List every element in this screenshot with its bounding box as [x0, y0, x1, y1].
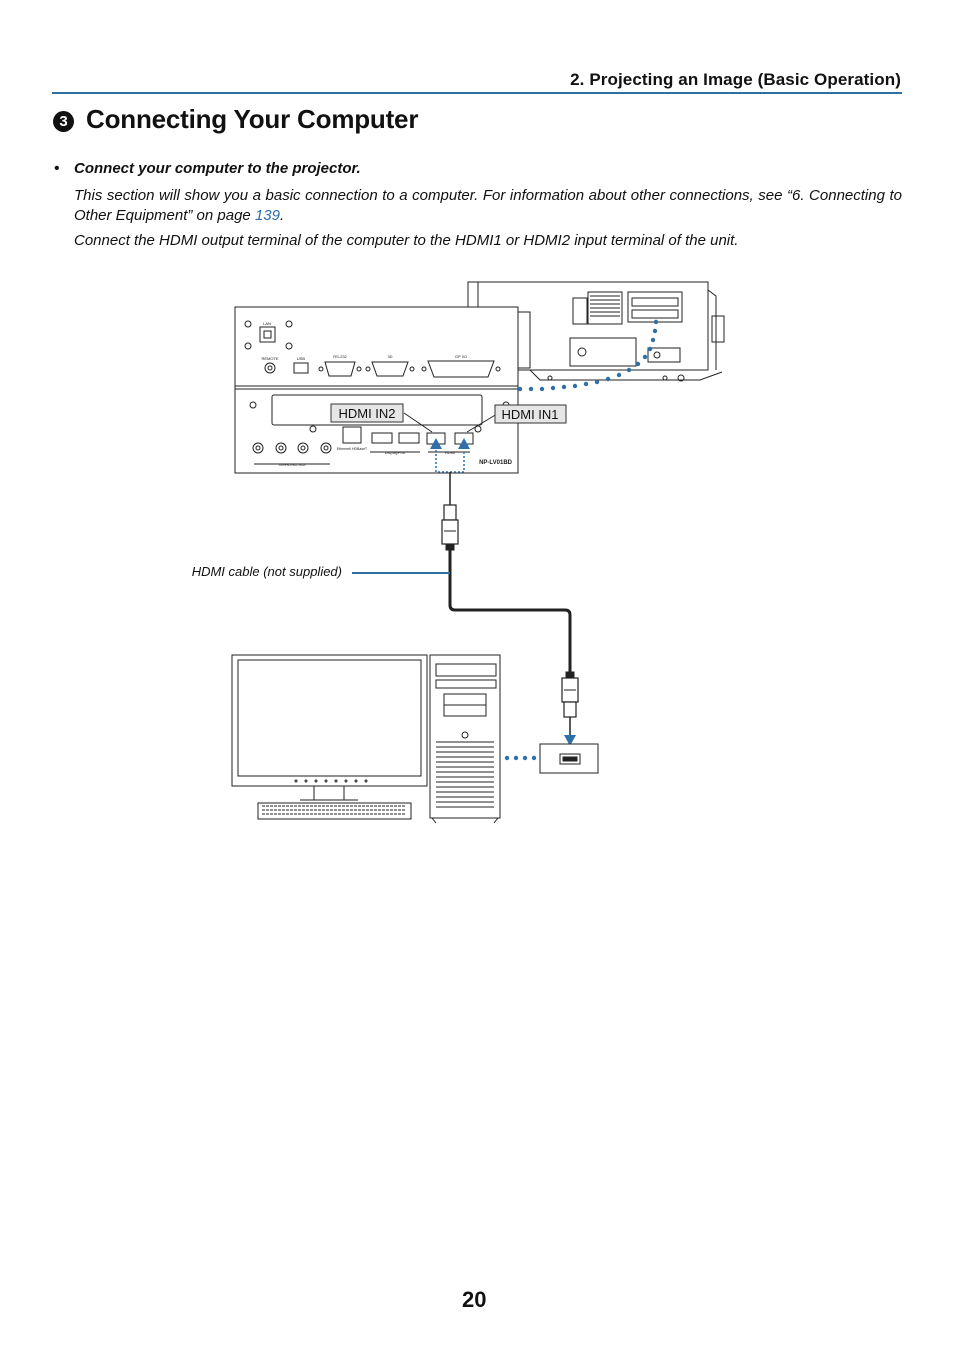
hdmi-in2-callout-box: [330, 403, 404, 423]
paragraph-intro: This section will show you a basic conne…: [74, 186, 902, 226]
paragraph-intro-end: .: [279, 207, 285, 224]
page-link[interactable]: 139: [254, 207, 280, 224]
option-board-illustration: [234, 306, 519, 474]
hdmi-cable-illustration: [441, 472, 579, 735]
computer-tower-illustration: [429, 654, 501, 824]
computer-hdmi-port: [539, 743, 599, 774]
paragraph-intro-text: This section will show you a basic conne…: [74, 187, 902, 224]
hdmi-in1-callout-box: [494, 404, 567, 424]
port-label-gpio: GP I/O: [455, 354, 467, 359]
bullet-text: Connect your computer to the projector.: [74, 160, 361, 177]
chapter-heading: 2. Projecting an Image (Basic Operation): [570, 70, 901, 89]
projector-board-dotted-link: [517, 319, 659, 392]
port-label-displayport: DisplayPort: [385, 450, 406, 455]
port-label-remote: REMOTE: [261, 356, 278, 361]
connection-diagram: LAN REMOTE USB RS-232 3D GP I/O Ethernet…: [192, 281, 725, 824]
page-number: 20: [462, 1287, 487, 1312]
monitor-illustration: [231, 654, 428, 820]
port-label-hdmi: HDMI: [445, 450, 455, 455]
paragraph-instruction: Connect the HDMI output terminal of the …: [74, 232, 739, 249]
hdmi-port-arrows: [430, 438, 470, 449]
port-label-sdi: 3G/HD/SD-SDI: [279, 462, 306, 467]
port-label-hdbaset: Ethernet/ HDBaseT: [337, 447, 368, 451]
cable-label: HDMI cable (not supplied): [192, 564, 342, 579]
port-label-3d: 3D: [387, 354, 392, 359]
hdmi-in1-label: HDMI IN1: [501, 407, 558, 422]
section-number-badge: 3: [53, 111, 74, 132]
board-model-label: NP-LV01BD: [479, 460, 513, 466]
section-title: Connecting Your Computer: [86, 104, 419, 134]
port-label-rs232: RS-232: [333, 354, 347, 359]
bullet-mark: •: [54, 160, 60, 177]
port-label-lan: LAN: [263, 321, 271, 326]
hdmi-in2-label: HDMI IN2: [338, 406, 395, 421]
computer-port-arrow: [564, 735, 576, 746]
port-label-usb: USB: [297, 356, 306, 361]
header-rule: [52, 92, 902, 94]
pc-port-dotted-link: [504, 755, 537, 761]
